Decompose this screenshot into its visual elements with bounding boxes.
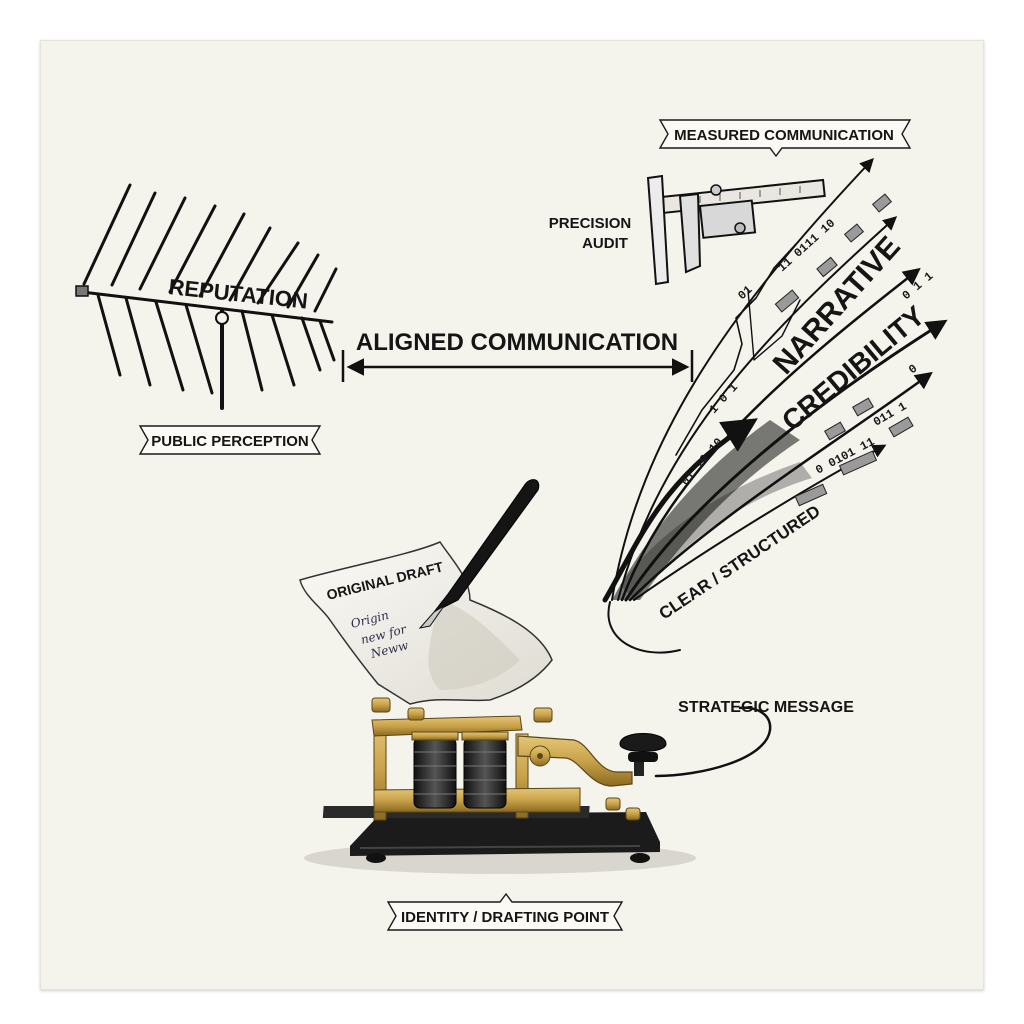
measured-communication-banner: MEASURED COMMUNICATION	[660, 120, 910, 156]
public-perception-banner: PUBLIC PERCEPTION	[140, 426, 320, 454]
binary-text-3: 0 1 1	[900, 269, 937, 303]
reputation-label: REPUTATION	[167, 274, 309, 313]
identity-drafting-point-banner: IDENTITY / DRAFTING POINT	[388, 894, 622, 930]
precision-audit-label-line2: AUDIT	[582, 235, 628, 252]
precision-audit-label-line1: PRECISION	[549, 215, 632, 232]
measured-communication-label: MEASURED COMMUNICATION	[674, 127, 894, 144]
binary-text-2: 01	[735, 283, 755, 303]
public-perception-label: PUBLIC PERCEPTION	[151, 433, 309, 450]
signal-wire	[656, 708, 770, 776]
aligned-communication-label: ALIGNED COMMUNICATION	[356, 329, 678, 356]
caliper-icon	[648, 176, 825, 284]
binary-text-6: 0	[906, 362, 920, 378]
telegraph-key-icon	[304, 698, 696, 874]
strategic-message-label: STRATEGIC MESSAGE	[678, 699, 854, 716]
identity-drafting-point-label: IDENTITY / DRAFTING POINT	[401, 909, 609, 926]
